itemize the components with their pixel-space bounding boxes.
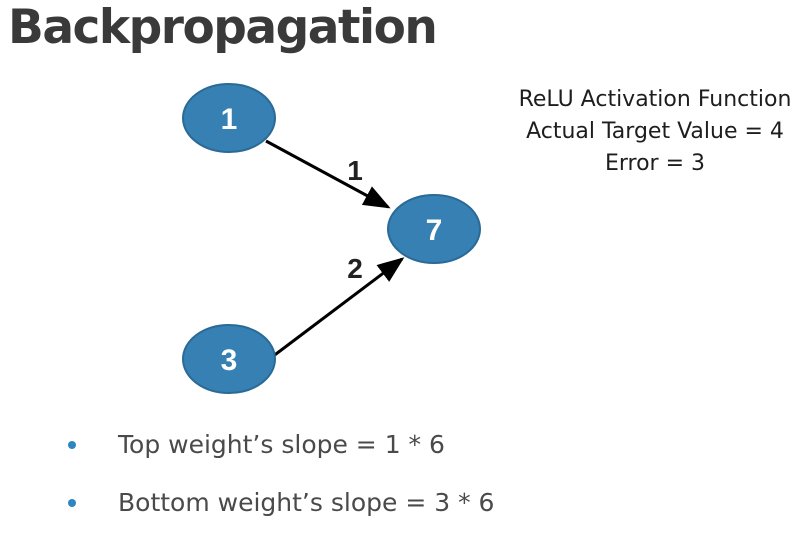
- node-output-circle: [387, 194, 481, 264]
- node-output: 7: [387, 194, 481, 264]
- edge-top-to-output: [265, 139, 391, 209]
- bullet-item-bottom-slope: Bottom weight’s slope = 3 * 6: [60, 482, 494, 540]
- bullet-dot-icon: [68, 441, 76, 449]
- node-input-bottom-label: 3: [221, 344, 238, 377]
- slide-title: Backpropagation: [8, 0, 438, 55]
- node-input-top-label: 1: [221, 103, 238, 136]
- bullet-list: Top weight’s slope = 1 * 6 Bottom weight…: [60, 424, 494, 540]
- info-panel: ReLU Activation Function Actual Target V…: [495, 84, 805, 180]
- edge-bottom-weight-label: 2: [347, 253, 363, 284]
- node-input-bottom: 3: [182, 324, 276, 394]
- edge-top-weight-label: 1: [347, 155, 363, 186]
- target-value-text: Actual Target Value = 4: [526, 119, 784, 144]
- node-input-bottom-circle: [182, 324, 276, 394]
- bullet-dot-icon: [68, 499, 76, 507]
- error-text: Error = 3: [604, 151, 706, 176]
- bullet-item-top-slope: Top weight’s slope = 1 * 6: [60, 424, 494, 482]
- bullet-text-bottom-slope: Bottom weight’s slope = 3 * 6: [118, 488, 495, 517]
- bullet-text-top-slope: Top weight’s slope = 1 * 6: [118, 430, 445, 459]
- node-input-top: 1: [182, 83, 276, 153]
- node-output-label: 7: [426, 214, 443, 247]
- edge-bottom-to-output: [271, 257, 405, 359]
- activation-function-text: ReLU Activation Function: [518, 87, 792, 112]
- neural-network-diagram: 1 7 3 1 2: [182, 83, 481, 394]
- node-input-top-circle: [182, 83, 276, 153]
